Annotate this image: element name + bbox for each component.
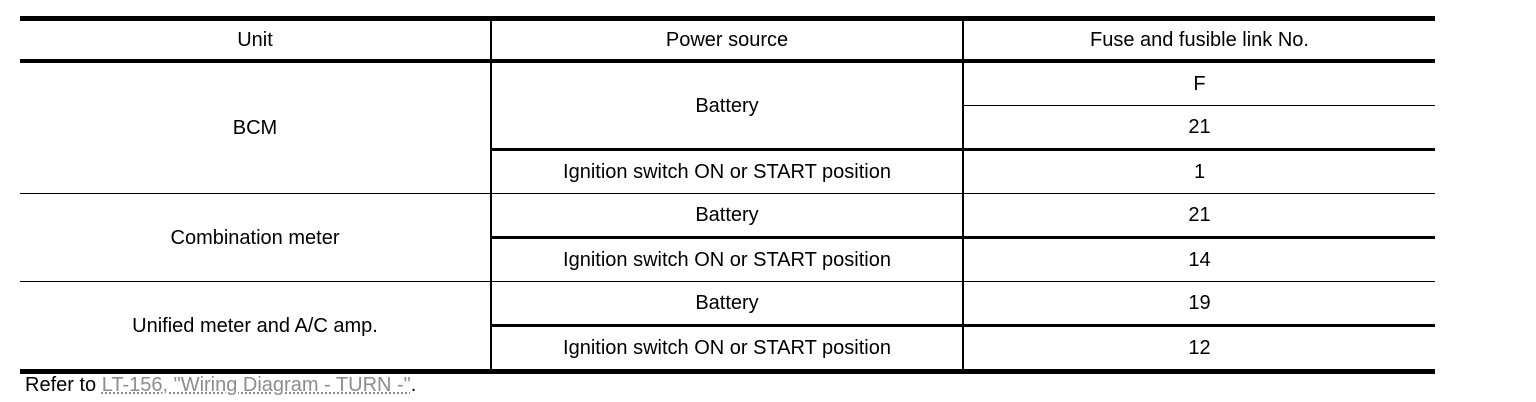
column-header-fuse-no: Fuse and fusible link No. xyxy=(962,18,1435,63)
power-cell-combination-battery: Battery xyxy=(490,193,963,239)
power-cell-unified-battery: Battery xyxy=(490,281,963,327)
power-cell-bcm-ignition: Ignition switch ON or START position xyxy=(490,149,963,194)
fuse-cell-unified-battery: 19 xyxy=(962,281,1435,327)
fuse-cell-combination-ignition: 14 xyxy=(962,237,1435,282)
power-cell-bcm-battery: Battery xyxy=(490,61,963,151)
unit-cell-unified-meter: Unified meter and A/C amp. xyxy=(132,314,378,337)
refer-suffix: . xyxy=(410,374,417,396)
unit-cell-combination-meter: Combination meter xyxy=(20,193,491,282)
fuse-cell-unified-ignition: 12 xyxy=(962,325,1435,372)
table-row: Ignition switch ON or START position 14 xyxy=(20,237,1435,282)
fuse-cell-combination-battery: 21 xyxy=(962,193,1435,239)
table-row: Ignition switch ON or START position 12 xyxy=(20,325,1435,372)
table-row: Ignition switch ON or START position 1 xyxy=(20,149,1435,194)
power-cell-combination-ignition: Ignition switch ON or START position xyxy=(490,237,963,282)
column-header-power-source: Power source xyxy=(490,18,963,63)
refer-note: Refer to LT-156, "Wiring Diagram - TURN … xyxy=(25,374,416,397)
fuse-table: Unit Power source Fuse and fusible link … xyxy=(20,16,1435,374)
fuse-cell-bcm-battery-f: F xyxy=(962,61,1435,106)
fuse-cell-bcm-ignition: 1 xyxy=(962,149,1435,194)
table-header-row: Unit Power source Fuse and fusible link … xyxy=(20,18,1435,63)
power-cell-unified-ignition: Ignition switch ON or START position xyxy=(490,325,963,372)
fuse-cell-bcm-battery-21: 21 xyxy=(962,105,1435,151)
table-row: 21 xyxy=(20,105,1435,151)
wiring-diagram-link[interactable]: LT-156, "Wiring Diagram - TURN -" xyxy=(101,374,411,396)
table-row: Combination meter Battery 21 xyxy=(20,193,1435,282)
table-row: Unified meter and A/C amp. Battery 19 xyxy=(20,281,1435,337)
unit-cell-bcm: BCM xyxy=(20,61,491,194)
refer-prefix: Refer to xyxy=(25,374,102,396)
table-row: BCM Battery F xyxy=(20,61,1435,194)
column-header-unit: Unit xyxy=(20,18,491,63)
